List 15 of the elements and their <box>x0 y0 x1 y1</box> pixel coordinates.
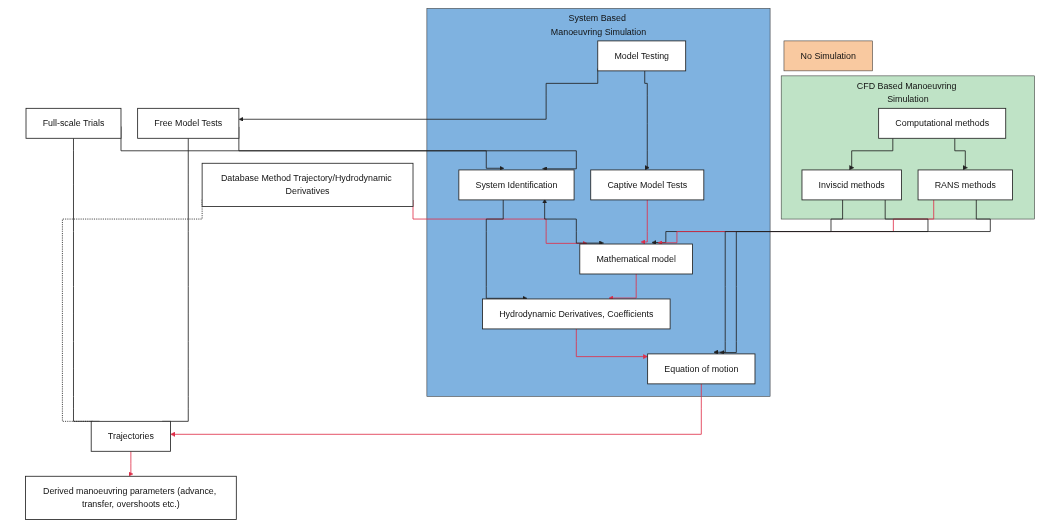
node-box: Model Testing <box>597 40 687 72</box>
node-box: Captive Model Tests <box>590 169 705 201</box>
node-box: System Identification <box>458 169 575 201</box>
node-box: Computational methods <box>878 107 1007 139</box>
node-box: No Simulation <box>783 40 873 72</box>
node-box: RANS methods <box>917 169 1013 201</box>
node-box: Inviscid methods <box>801 169 902 201</box>
node-box: Equation of motion <box>647 353 756 385</box>
node-box: Hydrodynamic Derivatives, Coefficients <box>482 298 671 330</box>
node-box: Free Model Tests <box>137 107 240 139</box>
node-box: Derived manoeuvring parameters (advance, transfer, overshoots etc.) <box>25 475 237 520</box>
node-box: Full-scale Trials <box>25 107 122 139</box>
node-box: Trajectories <box>90 420 171 452</box>
node-box: Database Method Trajectory/Hydrodynamic Derivatives <box>201 162 414 207</box>
node-box: Mathematical model <box>579 243 693 275</box>
